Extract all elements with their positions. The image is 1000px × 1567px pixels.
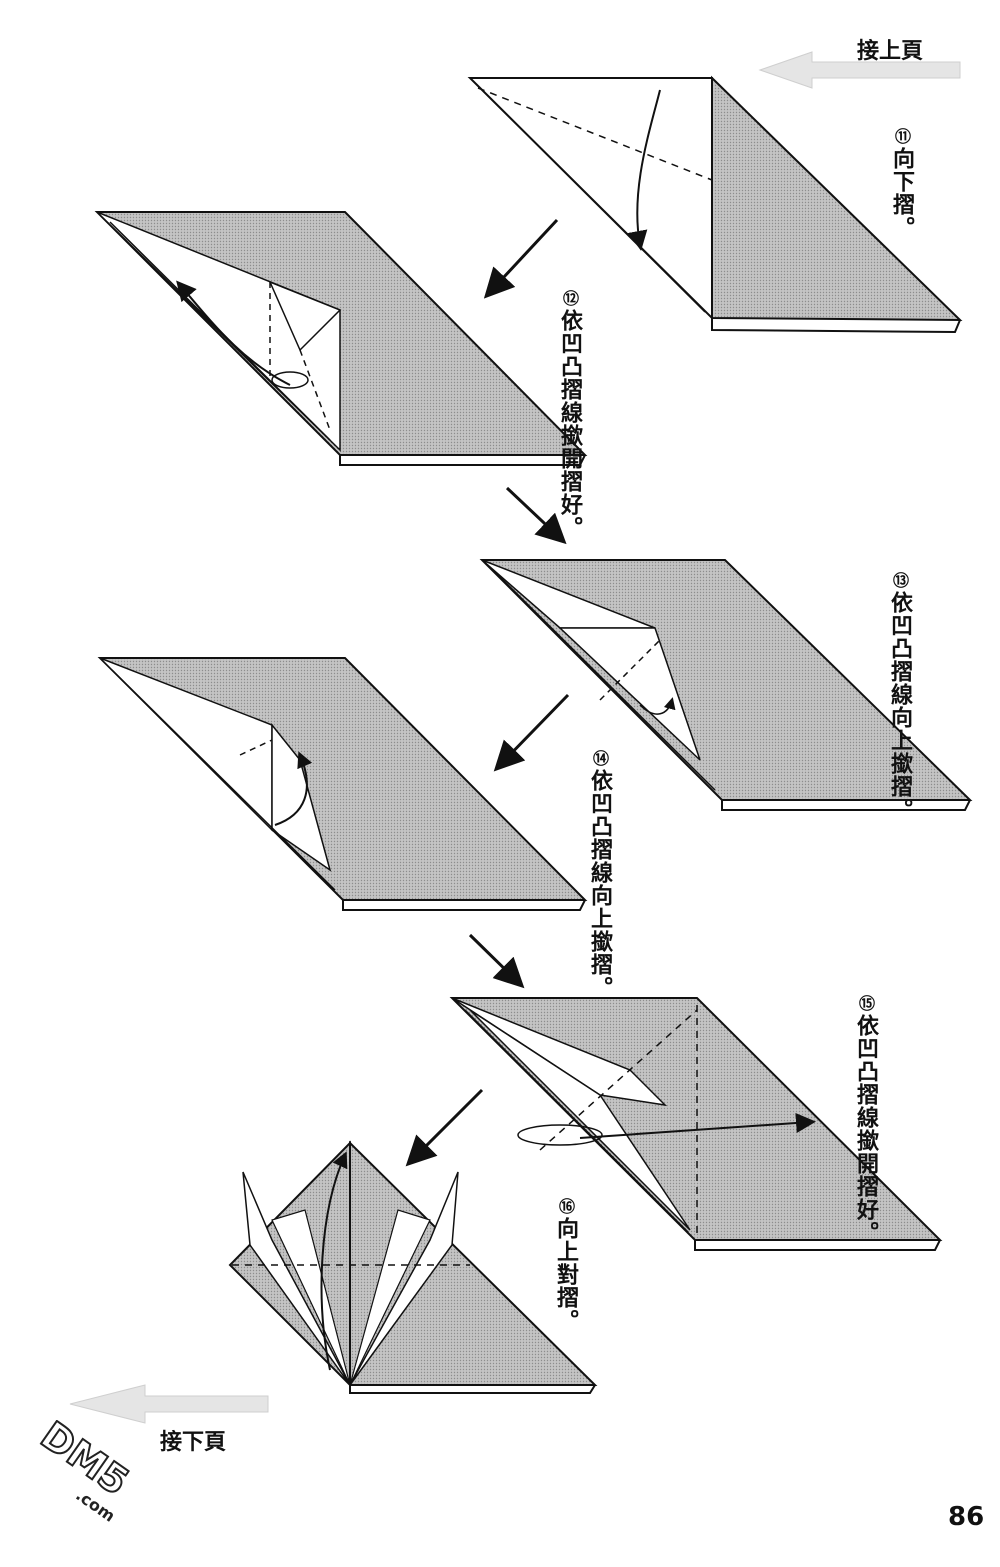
- step-13-line-2: 向上撳摺。: [887, 706, 912, 821]
- step-number: ⑫: [560, 290, 579, 307]
- prev-page-arrow: [758, 51, 961, 89]
- step-16-caption: ⑯ 向上對摺。: [552, 1198, 578, 1332]
- step-14-caption: ⑭ 依凹凸摺線向上撳摺。: [586, 750, 612, 999]
- step-11-line-1: 向下摺。: [889, 147, 914, 239]
- flow-arrow: [493, 693, 570, 772]
- step-13-caption: ⑬ 依凹凸摺線向上撳摺。: [886, 572, 912, 821]
- step-14-diagram: [97, 657, 588, 911]
- step-number: ⑮: [856, 995, 875, 1012]
- flow-arrow: [483, 218, 559, 299]
- step-12-line-2: 撳開摺好。: [557, 424, 582, 539]
- step-12-caption: ⑫ 依凹凸摺線撳開摺好。: [556, 290, 582, 539]
- step-11-caption: ⑪ 向下摺。: [888, 128, 914, 239]
- step-16-diagram: [228, 1140, 598, 1394]
- step-number: ⑬: [890, 572, 909, 589]
- step-number: ⑪: [892, 128, 911, 145]
- step-14-line-2: 向上撳摺。: [587, 884, 612, 999]
- step-number: ⑯: [556, 1198, 575, 1215]
- step-16-line-1: 向上對摺。: [553, 1217, 578, 1332]
- step-15-line-2: 撳開摺好。: [853, 1129, 878, 1244]
- step-13-line-1: 依凹凸摺線: [887, 591, 912, 706]
- flow-arrow: [405, 1088, 484, 1167]
- step-15-caption: ⑮ 依凹凸摺線撳開摺好。: [852, 995, 878, 1244]
- continue-from-previous-page: 接上頁: [857, 39, 924, 64]
- step-12-diagram: [94, 211, 588, 466]
- step-number: ⑭: [590, 750, 609, 767]
- step-11-diagram: [467, 75, 963, 334]
- next-page-arrow: [69, 1384, 269, 1424]
- step-14-line-1: 依凹凸摺線: [587, 769, 612, 884]
- step-13-diagram: [479, 559, 973, 811]
- page-number: 86: [948, 1502, 985, 1532]
- step-15-line-1: 依凹凸摺線: [853, 1014, 878, 1129]
- watermark-logo: DM5 .com: [32, 1420, 138, 1526]
- flow-arrow: [468, 933, 525, 989]
- continue-to-next-page: 接下頁: [160, 1430, 227, 1455]
- step-15-diagram: [449, 997, 943, 1251]
- step-12-line-1: 依凹凸摺線: [557, 309, 582, 424]
- flow-arrow: [505, 486, 567, 545]
